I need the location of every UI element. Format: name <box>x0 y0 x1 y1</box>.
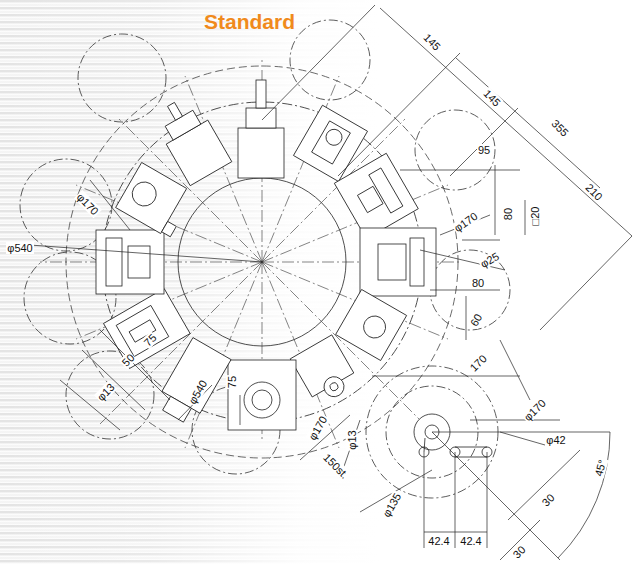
angle-arc <box>558 432 610 558</box>
dimension-label: 42.4 <box>427 535 450 547</box>
drawing-title: Standard <box>204 10 295 34</box>
dimension-label: 95 <box>477 144 491 156</box>
dimension-label: 42.4 <box>459 535 482 547</box>
dimension-lines <box>30 5 632 560</box>
dimension-label: 80 <box>471 277 485 289</box>
center-lines <box>40 60 460 448</box>
dimension-label: φ540 <box>6 242 34 254</box>
dimension-label: φ13 <box>346 429 358 450</box>
station-units <box>96 80 436 430</box>
dimension-label: 75 <box>226 375 238 389</box>
dimension-label: 80 <box>502 207 514 221</box>
dimension-label: □20 <box>529 206 541 227</box>
crank-arms <box>419 438 492 457</box>
dimension-label: φ42 <box>545 434 566 446</box>
station-circles <box>20 20 510 498</box>
